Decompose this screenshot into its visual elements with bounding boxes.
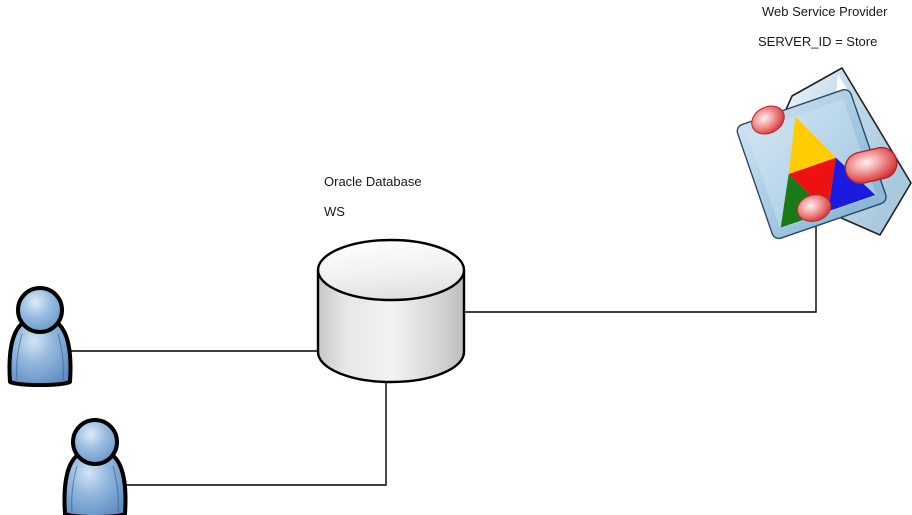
oracle-ws-label: WS bbox=[324, 204, 345, 219]
web-service-node-bottom bbox=[796, 194, 832, 222]
database-top-disc bbox=[316, 238, 466, 302]
user-actor-bottom[interactable] bbox=[62, 418, 128, 515]
triangle-top-yellow bbox=[788, 116, 836, 175]
web-service-server-id-label: SERVER_ID = Store bbox=[758, 34, 878, 49]
connector-layer bbox=[66, 216, 817, 486]
web-service-node-left bbox=[751, 105, 785, 135]
user-icon-head bbox=[71, 418, 119, 466]
user-icon-shoulder-crease-right bbox=[57, 333, 64, 381]
oracle-database-cylinder[interactable] bbox=[316, 238, 466, 384]
database-body bbox=[316, 268, 466, 384]
user-actor-top[interactable] bbox=[7, 286, 73, 387]
connector-user2-to-database bbox=[122, 381, 387, 486]
user-icon-head bbox=[16, 286, 64, 334]
oracle-database-label: Oracle Database bbox=[324, 174, 422, 189]
connector-database-to-webservice bbox=[462, 216, 817, 313]
user-icon-shoulder-crease-left bbox=[16, 333, 23, 381]
user-icon-shoulder-crease-right bbox=[112, 465, 119, 513]
web-service-provider-icon[interactable] bbox=[735, 67, 912, 240]
web-service-provider-label: Web Service Provider bbox=[762, 4, 888, 19]
web-service-node-right bbox=[844, 146, 898, 185]
triangle-right-blue bbox=[827, 157, 876, 212]
user-icon-shoulder-crease-left bbox=[71, 465, 78, 513]
